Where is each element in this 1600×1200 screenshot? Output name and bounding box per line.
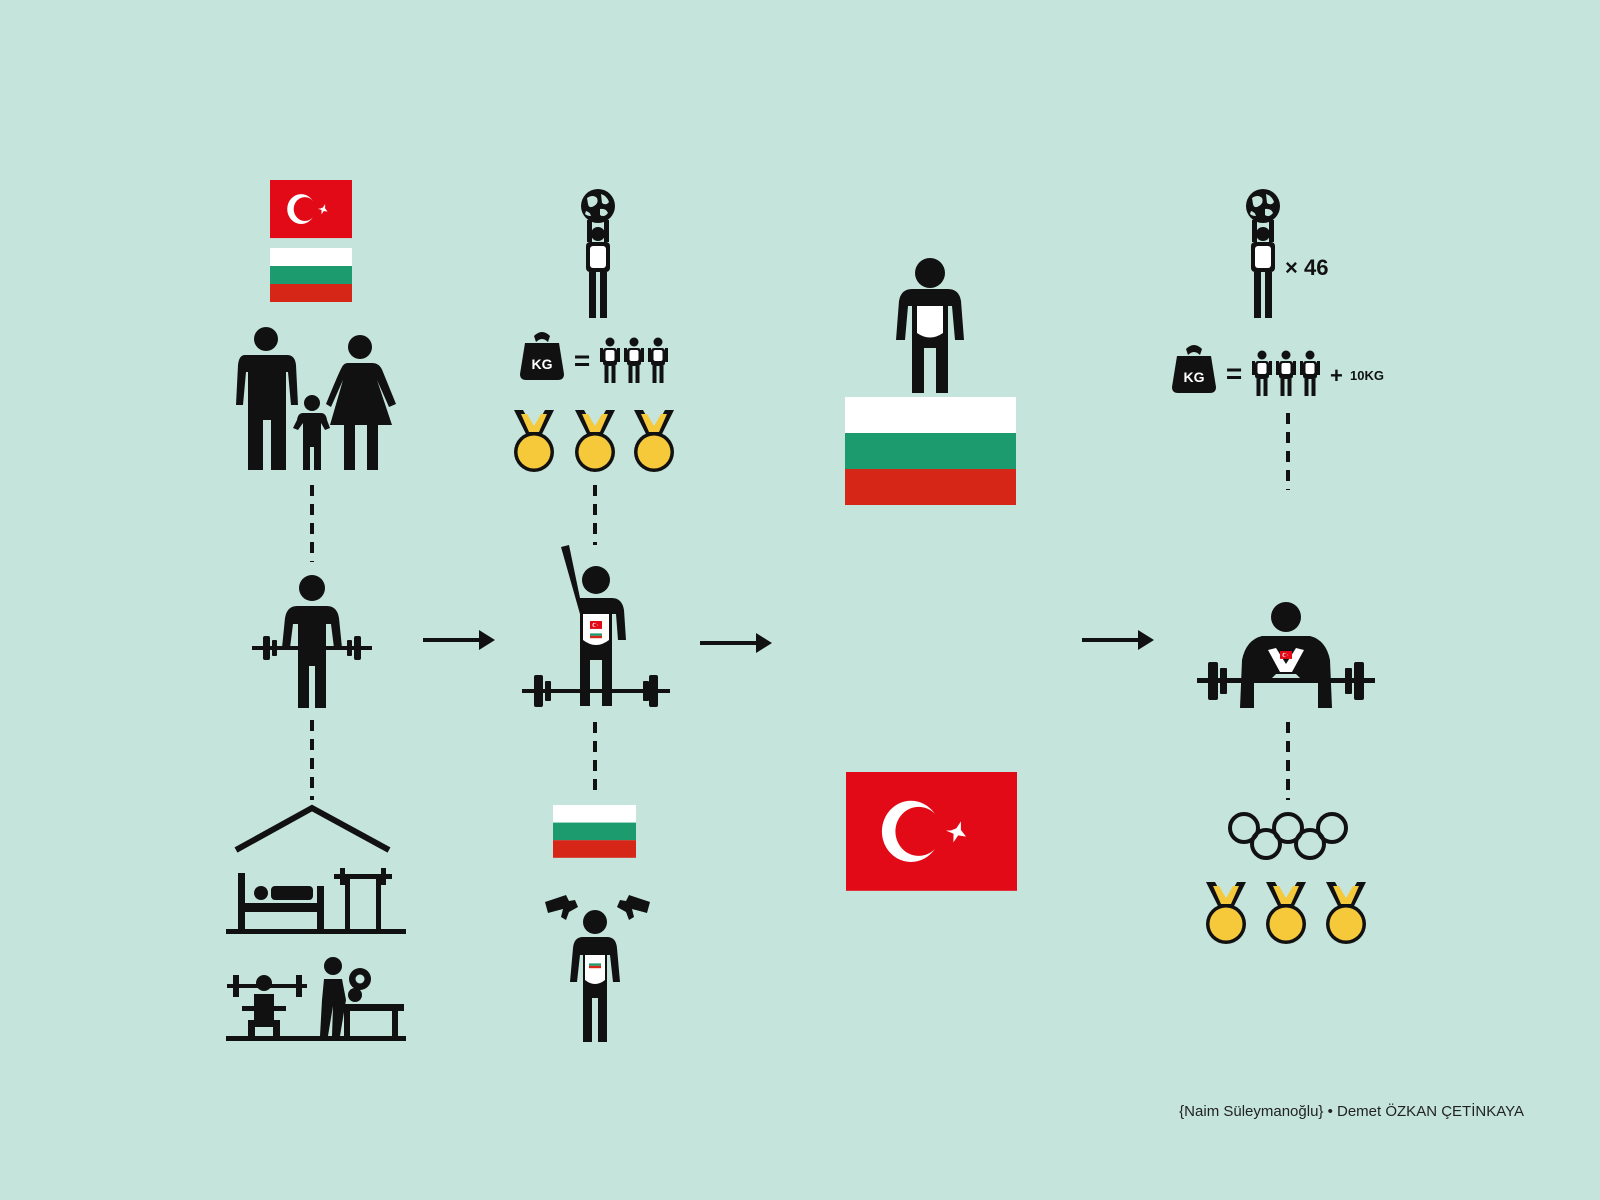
plus-sign: + <box>1330 363 1343 388</box>
kg-weight-icon: KG <box>520 332 564 380</box>
house-gym-icon <box>226 804 406 1041</box>
raised-arm-lifter-icon <box>522 545 670 707</box>
gold-medal-icon <box>1326 882 1366 944</box>
weightlifter-icon <box>1197 602 1375 708</box>
bowed-head-athlete-icon <box>896 258 964 393</box>
kg-label: KG <box>532 356 553 372</box>
weightlifter-icon <box>252 575 372 708</box>
gold-medal-icon <box>634 410 674 472</box>
bulgaria-flag-icon <box>553 805 636 858</box>
athlete-equivalent-icons <box>1252 350 1320 396</box>
olympic-rings-icon <box>1228 812 1348 860</box>
credit-caption: {Naim Süleymanoğlu} • Demet ÖZKAN ÇETİNK… <box>1179 1103 1524 1120</box>
earth-lifter-icon <box>1246 189 1280 318</box>
earth-lifter-icon <box>581 189 615 318</box>
bulgaria-flag-icon <box>845 397 1016 505</box>
kg-weight-icon: KG <box>1172 345 1216 393</box>
arrow-right-icon <box>700 633 772 653</box>
gun-threat-icon <box>545 895 650 1042</box>
bulgaria-flag-icon <box>270 248 352 302</box>
gold-medal-icon <box>1266 882 1306 944</box>
equals-sign: = <box>1226 358 1242 389</box>
plus-weight-label: 10KG <box>1350 368 1384 383</box>
family-icon <box>236 327 396 470</box>
turkey-flag-icon <box>846 772 1017 891</box>
gold-medal-icon <box>1206 882 1246 944</box>
athlete-equivalent-icons <box>600 337 668 383</box>
turkey-flag-icon <box>270 180 352 239</box>
kg-label: KG <box>1184 369 1205 385</box>
world-records-count: × 46 <box>1285 255 1328 280</box>
equals-sign: = <box>574 345 590 376</box>
arrow-right-icon <box>423 630 495 650</box>
gold-medal-icon <box>575 410 615 472</box>
gold-medal-icon <box>514 410 554 472</box>
arrow-right-icon <box>1082 630 1154 650</box>
